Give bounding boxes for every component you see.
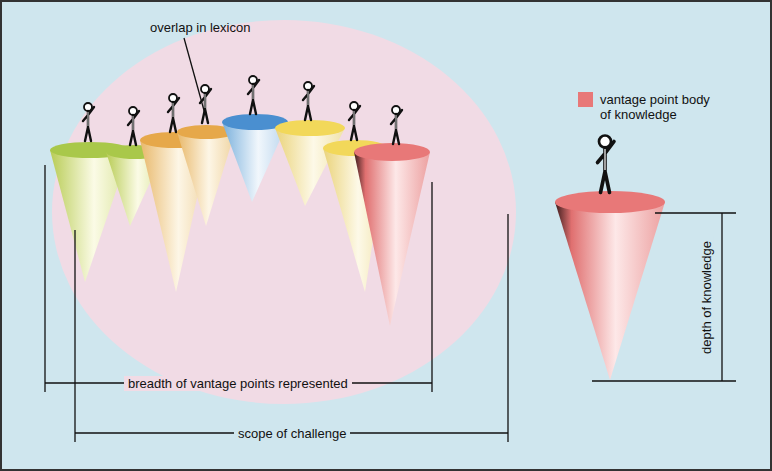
legend-swatch (578, 92, 593, 107)
dimension-label: breadth of vantage points represented (124, 376, 352, 391)
legend-text: vantage point body of knowledge (600, 92, 718, 122)
dimension-label: depth of knowledge (699, 237, 714, 358)
callout-label: overlap in lexicon (150, 20, 250, 35)
dimension-label: scope of challenge (234, 426, 350, 441)
